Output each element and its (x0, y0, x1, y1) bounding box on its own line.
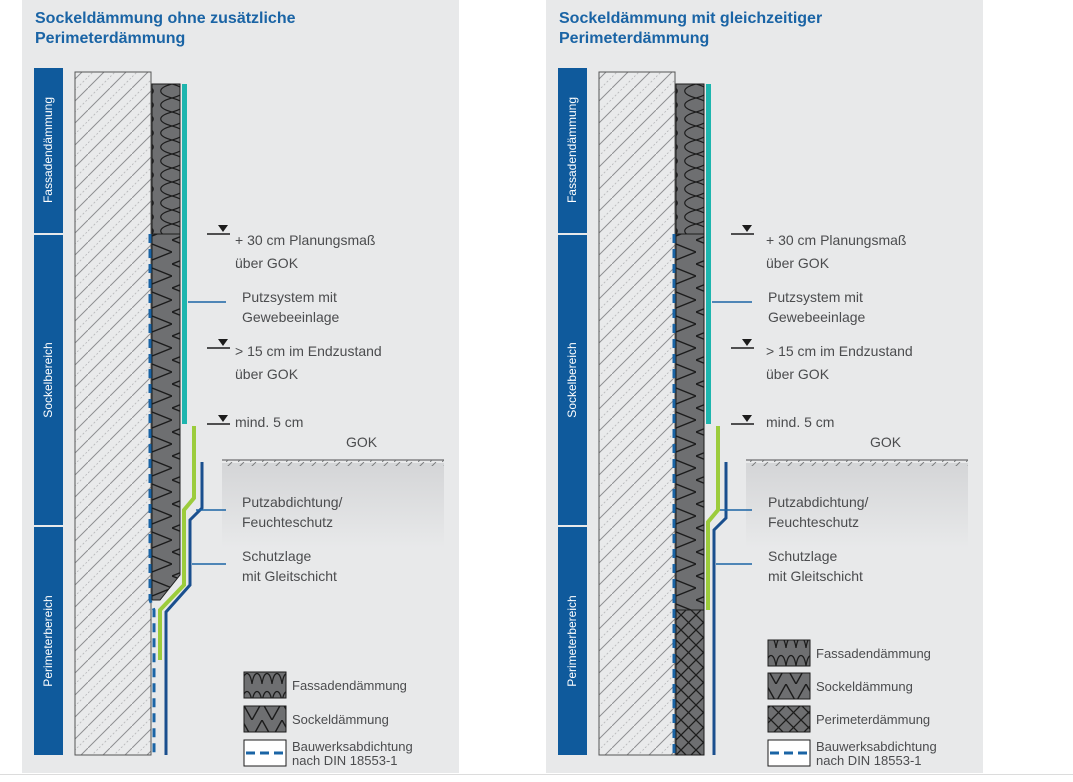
label-protect-2: mit Gleitschicht (768, 568, 863, 584)
legend-seal-label-2: nach DIN 18553-1 (292, 753, 398, 768)
label-planning-2: über GOK (766, 255, 830, 271)
label-seal-1: Putzabdichtung/ (768, 494, 869, 510)
label-gok: GOK (870, 434, 902, 450)
zone-bottom (558, 527, 587, 755)
zone-middle (558, 235, 587, 525)
legend-plinth-swatch (767, 672, 811, 700)
render-seal (158, 426, 196, 660)
zone-label-facade: Fassadendämmung (41, 97, 55, 203)
zone-middle (34, 235, 63, 525)
label-endstate-2: über GOK (235, 366, 299, 382)
legend-facade-swatch (767, 639, 811, 667)
legend-perimeter-swatch (767, 705, 811, 733)
legend-plinth-label: Sockeldämmung (816, 679, 913, 694)
legend-plinth-label: Sockeldämmung (292, 712, 389, 727)
label-seal-2: Feuchteschutz (242, 514, 333, 530)
zone-top (558, 68, 587, 233)
label-seal-2: Feuchteschutz (768, 514, 859, 530)
masonry-wall (74, 71, 152, 756)
panel-title-line-1: Sockeldämmung ohne zusätzliche (35, 10, 296, 27)
diagram-panel-with-perimeter: Sockeldämmung mit gleichzeitiger Perimet… (546, 0, 983, 773)
legend: Fassadendämmung Sockeldämmung Bauwerksab… (243, 671, 413, 768)
masonry-wall (598, 71, 676, 756)
panel-title: Sockeldämmung ohne zusätzliche Perimeter… (35, 9, 435, 49)
zone-bar: Fassadendämmung Sockelbereich Perimeterb… (34, 68, 63, 755)
annotations: + 30 cm Planungsmaß über GOK Putzsystem … (188, 225, 382, 584)
plinth-insulation (675, 233, 705, 611)
ground (222, 459, 444, 548)
label-protect-1: Schutzlage (768, 548, 837, 564)
label-plaster-1: Putzsystem mit (242, 289, 337, 305)
label-protect-1: Schutzlage (242, 548, 311, 564)
legend-plinth-swatch (243, 705, 287, 733)
legend-seal-label-2: nach DIN 18553-1 (816, 753, 922, 768)
ground (746, 459, 968, 548)
building-seal (148, 234, 156, 755)
label-protect-2: mit Gleitschicht (242, 568, 337, 584)
label-planning-2: über GOK (235, 255, 299, 271)
legend-seal-label-1: Bauwerksabdichtung (292, 739, 413, 754)
label-gok: GOK (346, 434, 378, 450)
label-endstate-1: > 15 cm im Endzustand (235, 343, 382, 359)
label-min: mind. 5 cm (235, 414, 303, 430)
panel-title-line-2: Perimeterdämmung (35, 30, 186, 47)
protection-layer (712, 462, 728, 755)
plaster-layer (706, 84, 711, 424)
plinth-insulation (151, 233, 181, 601)
legend: Fassadendämmung Sockeldämmung Perimeterd… (767, 639, 937, 768)
panel-title-line-2: Perimeterdämmung (559, 30, 710, 47)
bottom-divider (0, 774, 1073, 775)
label-endstate-2: über GOK (766, 366, 830, 382)
legend-facade-swatch (243, 671, 287, 699)
facade-insulation (151, 83, 181, 235)
zone-label-facade: Fassadendämmung (565, 97, 579, 203)
zone-bar: Fassadendämmung Sockelbereich Perimeterb… (558, 68, 587, 755)
protection-layer (164, 462, 204, 755)
panel-title-line-1: Sockeldämmung mit gleichzeitiger (559, 10, 823, 27)
zone-label-plinth: Sockelbereich (565, 342, 579, 417)
legend-perimeter-label: Perimeterdämmung (816, 712, 930, 727)
legend-facade-label: Fassadendämmung (292, 678, 407, 693)
perimeter-insulation (675, 609, 705, 756)
zone-top (34, 68, 63, 233)
plaster-layer (182, 84, 187, 424)
annotations: + 30 cm Planungsmaß über GOK Putzsystem … (712, 225, 913, 584)
legend-facade-label: Fassadendämmung (816, 646, 931, 661)
section-drawing: Fassadendämmung Sockelbereich Perimeterb… (34, 68, 444, 768)
label-planning-1: + 30 cm Planungsmaß (235, 232, 375, 248)
section-drawing: Fassadendämmung Sockelbereich Perimeterb… (558, 68, 968, 768)
label-min: mind. 5 cm (766, 414, 834, 430)
facade-insulation (675, 83, 705, 235)
label-plaster-2: Gewebeeinlage (242, 309, 340, 325)
label-plaster-2: Gewebeeinlage (768, 309, 866, 325)
label-plaster-1: Putzsystem mit (768, 289, 863, 305)
label-endstate-1: > 15 cm im Endzustand (766, 343, 913, 359)
zone-label-perimeter: Perimeterbereich (41, 595, 55, 686)
zone-label-perimeter: Perimeterbereich (565, 595, 579, 686)
zone-bottom (34, 527, 63, 755)
zone-label-plinth: Sockelbereich (41, 342, 55, 417)
diagram-panel-without-perimeter: Sockeldämmung ohne zusätzliche Perimeter… (22, 0, 459, 773)
render-seal (706, 426, 720, 610)
legend-seal-label-1: Bauwerksabdichtung (816, 739, 937, 754)
panel-title: Sockeldämmung mit gleichzeitiger Perimet… (559, 9, 959, 49)
label-seal-1: Putzabdichtung/ (242, 494, 343, 510)
label-planning-1: + 30 cm Planungsmaß (766, 232, 906, 248)
